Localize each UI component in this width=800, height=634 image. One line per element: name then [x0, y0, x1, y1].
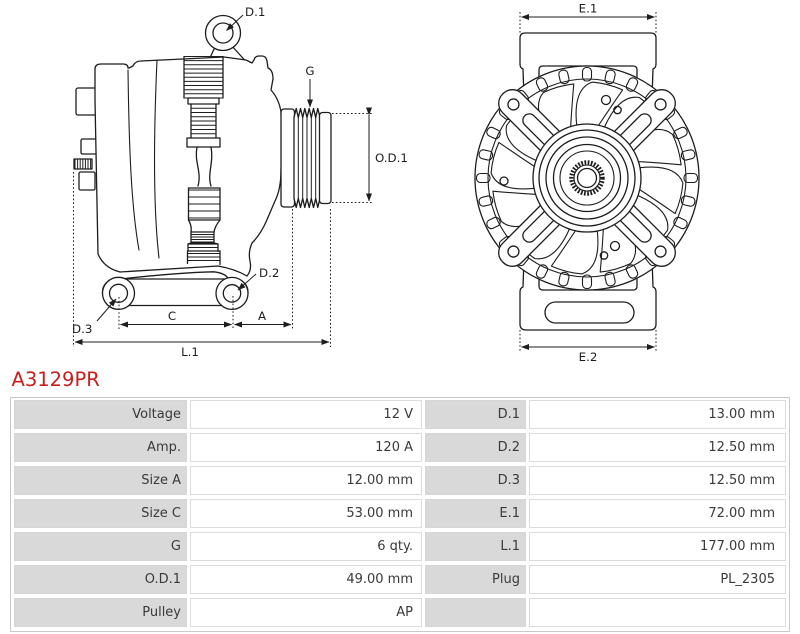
- spec-label-right: D.1: [425, 399, 526, 429]
- dim-label-e2: E.2: [579, 350, 598, 364]
- spec-label-right: L.1: [425, 532, 526, 562]
- dim-label-d1: D.1: [245, 5, 265, 19]
- spec-label-left: Size A: [14, 465, 187, 495]
- technical-drawing: D.1 G O.D.1 D.2 D.3 C A L.1: [72, 2, 700, 364]
- spec-label-right: E.1: [425, 498, 526, 528]
- spec-table: Voltage 12 V D.1 13.00 mm Amp. 120 A D.2…: [10, 396, 790, 632]
- spec-value-left: 120 A: [190, 432, 422, 462]
- spec-value-right: PL_2305: [529, 565, 786, 595]
- spec-label-left: Voltage: [14, 399, 187, 429]
- spec-value-left: 6 qty.: [190, 532, 422, 562]
- spec-value-left: 53.00 mm: [190, 498, 422, 528]
- side-view-dimensions: D.1 G O.D.1 D.2 D.3 C A L.1: [72, 5, 408, 359]
- front-view-drawing: E.1 E.2: [474, 2, 700, 364]
- spec-value-left: AP: [190, 598, 422, 628]
- spec-value-left: 12 V: [190, 399, 422, 429]
- shaft-and-pulley-hub: [532, 123, 642, 233]
- dim-label-od1: O.D.1: [375, 151, 408, 165]
- belt-pulley: [280, 107, 332, 209]
- spec-value-right: [529, 598, 786, 628]
- spec-label-left: O.D.1: [14, 565, 187, 595]
- spec-label-left: Pulley: [14, 598, 187, 628]
- dim-label-l1: L.1: [181, 345, 199, 359]
- dim-label-c: C: [168, 309, 176, 323]
- spec-label-right: [425, 598, 526, 628]
- dim-label-d3: D.3: [72, 322, 92, 336]
- spec-label-right: D.2: [425, 432, 526, 462]
- spec-value-right: 177.00 mm: [529, 532, 786, 562]
- part-number: A3129PR: [11, 368, 100, 391]
- spec-value-right: 13.00 mm: [529, 399, 786, 429]
- dim-label-e1: E.1: [579, 2, 598, 16]
- mounting-foot: [101, 271, 249, 311]
- spec-label-left: Size C: [14, 498, 187, 528]
- spec-value-right: 12.50 mm: [529, 432, 786, 462]
- spec-value-left: 49.00 mm: [190, 565, 422, 595]
- side-view-drawing: D.1 G O.D.1 D.2 D.3 C A L.1: [72, 5, 408, 359]
- spec-value-right: 72.00 mm: [529, 498, 786, 528]
- dim-label-d2: D.2: [259, 266, 279, 280]
- terminal-block-hatch: [74, 159, 92, 169]
- dim-label-a: A: [258, 309, 266, 323]
- spec-value-left: 12.00 mm: [190, 465, 422, 495]
- spec-label-left: G: [14, 532, 187, 562]
- spec-label-right: Plug: [425, 565, 526, 595]
- alternator-body-outline: [94, 55, 283, 277]
- spec-label-left: Amp.: [14, 432, 187, 462]
- spec-label-right: D.3: [425, 465, 526, 495]
- housing-pilot-holes: [499, 94, 622, 260]
- top-lug-hole: [204, 14, 242, 52]
- dim-label-g: G: [305, 64, 314, 78]
- spec-value-right: 12.50 mm: [529, 465, 786, 495]
- front-view-dimensions: E.1 E.2: [519, 2, 657, 364]
